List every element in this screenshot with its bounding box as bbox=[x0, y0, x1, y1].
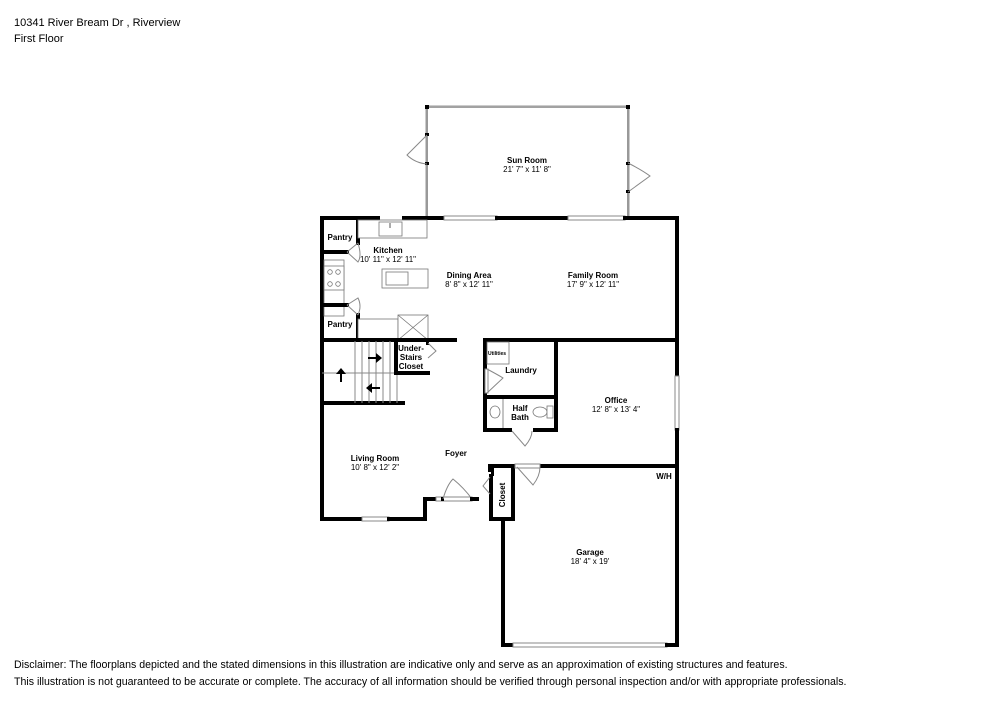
toilet-icon bbox=[532, 406, 548, 418]
room-name-living-room: Living Room bbox=[351, 454, 399, 463]
room-name-kitchen: Kitchen bbox=[373, 246, 402, 255]
island-sink-icon bbox=[385, 271, 409, 286]
living-foyer: Living Room 10' 8" x 12' 2" Foyer bbox=[351, 449, 467, 472]
room-dims-living-room: 10' 8" x 12' 2" bbox=[351, 463, 399, 472]
svg-text:Stairs: Stairs bbox=[400, 353, 423, 362]
office-window bbox=[674, 375, 680, 431]
room-name-sun-room: Sun Room bbox=[507, 156, 547, 165]
svg-text:Bath: Bath bbox=[511, 413, 529, 422]
room-name-laundry: Laundry bbox=[505, 366, 537, 375]
living-spaces: Dining Area 8' 8" x 12' 11" Family Room … bbox=[445, 271, 619, 289]
garage: W/H Garage 18' 4" x 19' bbox=[514, 463, 672, 566]
under-stairs-closet: Under- Stairs Closet bbox=[394, 339, 437, 375]
disclaimer: Disclaimer: The floorplans depicted and … bbox=[14, 657, 846, 691]
svg-text:Under-: Under- bbox=[398, 344, 424, 353]
door-swing-icon bbox=[346, 297, 361, 316]
disclaimer-line-1: Disclaimer: The floorplans depicted and … bbox=[14, 659, 788, 671]
exterior-walls bbox=[320, 215, 680, 648]
property-address: 10341 River Bream Dr , Riverview bbox=[14, 17, 181, 29]
garage-door bbox=[512, 642, 668, 648]
water-heater-label: W/H bbox=[656, 472, 672, 481]
office: Office 12' 8" x 13' 4" bbox=[592, 396, 640, 414]
door-swing-icon bbox=[486, 368, 504, 394]
svg-text:Closet: Closet bbox=[399, 362, 424, 371]
door-swing-icon bbox=[511, 430, 533, 447]
room-dims-family-room: 17' 9" x 12' 11" bbox=[567, 280, 619, 289]
door-swing-icon bbox=[346, 242, 361, 263]
door-swing-icon bbox=[482, 476, 491, 495]
staircase[interactable] bbox=[320, 341, 405, 405]
disclaimer-line-2: This illustration is not guaranteed to b… bbox=[14, 676, 847, 688]
room-dims-sun-room: 21' 7" x 11' 8" bbox=[503, 165, 551, 174]
sliding-door bbox=[443, 215, 498, 221]
room-name-foyer: Foyer bbox=[445, 449, 467, 458]
room-dims-office: 12' 8" x 13' 4" bbox=[592, 405, 640, 414]
room-name-pantry-top: Pantry bbox=[328, 233, 353, 242]
room-dims-dining-area: 8' 8" x 12' 11" bbox=[445, 280, 493, 289]
sink-icon bbox=[489, 405, 501, 419]
room-dims-kitchen: 10' 11" x 12' 11" bbox=[360, 255, 416, 264]
stove-icon bbox=[323, 265, 345, 291]
door-swing-icon bbox=[427, 342, 437, 359]
floor-label: First Floor bbox=[14, 33, 64, 45]
door-swing-icon bbox=[406, 134, 428, 165]
front-door-swing-icon bbox=[442, 478, 473, 500]
header: 10341 River Bream Dr , Riverview First F… bbox=[14, 15, 180, 47]
room-name-dining-area: Dining Area bbox=[447, 271, 492, 280]
room-name-office: Office bbox=[605, 396, 628, 405]
kitchen-area: Pantry Kitchen 10' 11" x 12' 11" Pantry bbox=[320, 216, 457, 342]
room-name-utilities: Utilities bbox=[488, 351, 506, 357]
sun-room: Sun Room 21' 7" x 11' 8" bbox=[406, 105, 651, 220]
room-dims-garage: 18' 4" x 19' bbox=[571, 557, 610, 566]
sink-icon bbox=[378, 221, 403, 237]
arrow-up-icon bbox=[336, 368, 346, 382]
living-room-window bbox=[361, 516, 390, 522]
room-name-garage: Garage bbox=[576, 548, 604, 557]
room-name-pantry-bottom: Pantry bbox=[328, 320, 353, 329]
arrow-left-icon bbox=[366, 383, 380, 393]
door-swing-icon bbox=[516, 466, 541, 486]
room-name-family-room: Family Room bbox=[568, 271, 618, 280]
svg-text:Half: Half bbox=[512, 404, 527, 413]
laundry-bath-block: Utilities Laundry Half Bath bbox=[483, 338, 679, 447]
arrow-right-icon bbox=[368, 353, 382, 363]
room-name-closet: Closet bbox=[498, 482, 507, 507]
foyer-closet: Closet bbox=[482, 464, 679, 521]
door-swing-icon bbox=[627, 162, 651, 193]
